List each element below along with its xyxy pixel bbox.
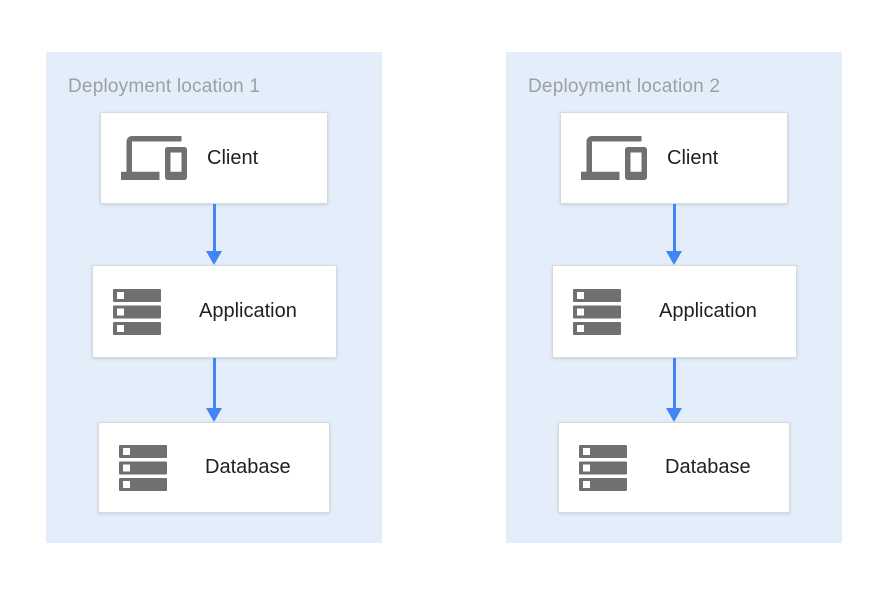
arrow-head (206, 251, 222, 265)
arrow-head (666, 251, 682, 265)
application-node: Application (92, 265, 337, 358)
node-label: Client (667, 146, 719, 169)
devices-icon (121, 125, 187, 191)
arrow-head (666, 408, 682, 422)
server-stack-icon (573, 288, 639, 335)
arrow-down-icon (665, 358, 683, 422)
server-stack-icon (579, 444, 645, 491)
panel-title: Deployment location 2 (528, 76, 721, 97)
node-label: Application (199, 300, 297, 322)
deployment-location-2-panel: Deployment location 2 Client (506, 52, 842, 543)
devices-icon (581, 125, 647, 191)
arrow-down-icon (205, 358, 223, 422)
panel-title: Deployment location 1 (68, 76, 261, 97)
server-stack-icon (113, 288, 179, 335)
arrow-line (672, 204, 676, 253)
server-stack-icon (119, 444, 185, 491)
client-node: Client (560, 112, 788, 204)
node-label: Application (659, 300, 757, 322)
arrow-head (206, 408, 222, 422)
arrow-line (672, 358, 676, 410)
application-node: Application (552, 265, 797, 358)
node-label: Database (205, 456, 291, 478)
node-label: Database (665, 456, 751, 478)
deployment-location-1-panel: Deployment location 1 Client (46, 52, 382, 543)
arrow-down-icon (665, 204, 683, 265)
client-node: Client (100, 112, 328, 204)
database-node: Database (98, 422, 330, 513)
arrow-down-icon (205, 204, 223, 265)
arrow-line (212, 204, 216, 253)
node-label: Client (207, 146, 259, 169)
arrow-line (212, 358, 216, 410)
database-node: Database (558, 422, 790, 513)
